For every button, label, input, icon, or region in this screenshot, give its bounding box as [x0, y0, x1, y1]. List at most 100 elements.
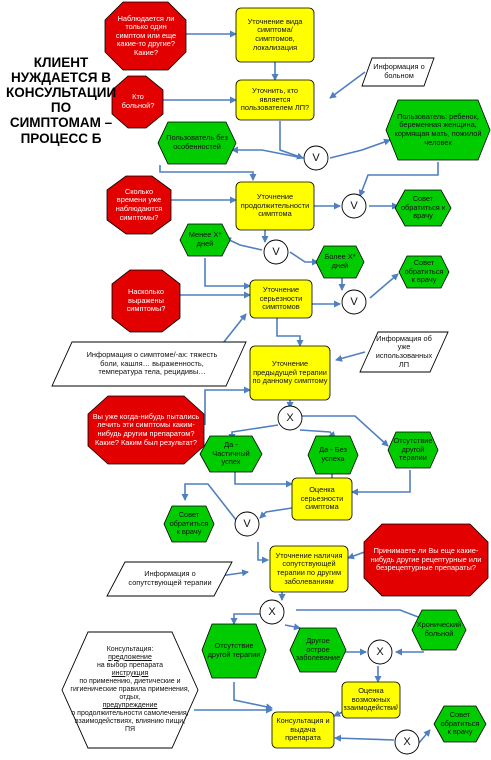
consult-note-shape — [61, 631, 199, 749]
info-patient-text: Информация о больном — [373, 62, 425, 80]
step-shape-3 — [235, 181, 315, 231]
event-shape-1 — [157, 121, 237, 165]
info-shape-4 — [106, 561, 233, 597]
question-who-patient-text: Кто больной? — [121, 92, 155, 110]
consult-note-line-4: предупреждение о продолжительности самол… — [70, 702, 190, 734]
event-advice-3: Совет обратиться к врачу — [168, 508, 210, 540]
event-shape-6 — [398, 255, 450, 289]
consult-note-line-3: инструкция по применению, диетические и … — [70, 670, 190, 702]
step-concomitant: Уточнение наличия сопутствующей терапии … — [272, 548, 346, 590]
event-shape-2 — [385, 99, 491, 161]
event-shape-8 — [307, 435, 359, 475]
event-partial-success-text: Да - Частичный успех — [212, 440, 250, 467]
arrow-g1-e-nospecial — [231, 146, 304, 159]
event-no-other-therapy: Отсутствие другой терапии — [392, 434, 434, 466]
arrow-g9-s9 — [334, 734, 395, 742]
gate-6: V — [243, 517, 251, 530]
step-clarify-type: Уточнение вида симптома/ симптомов, лока… — [238, 10, 312, 60]
arrow-s2-g1 — [279, 121, 304, 160]
arrow-g3-less — [224, 237, 263, 251]
gate-shape-4 — [341, 289, 367, 315]
event-no-other-therapy-text: Отсутствие другой терапии — [393, 436, 433, 463]
arrow-g9-advice4 — [417, 729, 431, 745]
consult-note-warning: предупреждение — [102, 702, 158, 710]
question-how-long: Сколько времени уже наблюдаются симптомы… — [111, 180, 167, 230]
arrow-g6-s7 — [257, 542, 269, 564]
event-shape-12 — [289, 627, 347, 673]
event-no-success-text: Да - Без успеха — [319, 445, 347, 463]
step-duration: Уточнение продолжительности симптома — [238, 184, 312, 228]
gate-2: V — [350, 199, 358, 212]
arrow-g1-e-special — [329, 138, 391, 159]
question-how-severe-text: Насколько выражены симптомы? — [126, 287, 166, 314]
event-less-x: Менее Х* дней — [184, 226, 226, 254]
event-shape-11 — [201, 623, 267, 679]
info-concomitant: Информация о сопутствующей терапии — [128, 564, 212, 594]
event-shape-5 — [315, 245, 365, 279]
event-partial-success: Да - Частичный успех — [205, 438, 257, 470]
info-shape-2 — [51, 341, 247, 387]
step-concomitant-text: Уточнение наличия сопутствующей терапии … — [275, 550, 343, 586]
event-advice-4-text: Совет обратиться к врачу — [440, 710, 480, 737]
consult-note-instruction: инструкция — [111, 669, 149, 677]
event-advice-1: Совет обратиться к врачу — [400, 192, 446, 224]
arrow-q5-s5 — [204, 386, 251, 425]
event-other-acute: Другое острое заболевание — [294, 630, 342, 670]
gate-shape-9 — [394, 729, 420, 755]
event-special-users-text: Пользователь: ребенок, беременная женщин… — [394, 111, 482, 147]
arrow-noother2-s9 — [233, 682, 273, 711]
event-shape-13 — [411, 609, 467, 651]
event-shape-9 — [387, 431, 439, 469]
question-tried-therapy-text: Вы уже когда-нибудь пытались лечить эти … — [92, 411, 200, 447]
arrow-g7-acute — [284, 623, 301, 631]
question-shapes — [87, 1, 489, 597]
gate-8: X — [376, 645, 384, 658]
event-no-special-text: Пользователь без особенностей — [166, 133, 228, 151]
step-shapes — [235, 7, 401, 749]
step-clarify-user-text: Уточнить, кто является пользователем ЛП? — [240, 86, 310, 113]
consult-note: Консультация: предложение на выбор препа… — [70, 636, 190, 744]
info-concomitant-text: Информация о сопутствующей терапии — [128, 569, 212, 587]
consult-note-offer-rest: на выбор препарата — [96, 661, 164, 669]
step-eval-severity: Оценка серьезности симптома — [294, 480, 350, 518]
step-duration-text: Уточнение продолжительности симптома — [240, 192, 310, 219]
arrow-g3-more — [289, 251, 319, 266]
step-shape-7 — [269, 545, 349, 593]
step-eval-severity-text: Оценка серьезности симптома — [300, 485, 344, 512]
gate-shapes — [234, 145, 420, 755]
event-shape-14 — [433, 705, 487, 743]
gate-9: X — [403, 735, 411, 748]
arrow-less-s4 — [204, 258, 251, 290]
step-shape-2 — [235, 79, 315, 121]
question-shape-4 — [111, 269, 181, 333]
step-consult-text: Консультация и выдача препарата — [276, 716, 330, 743]
step-interactions-text: Оценка возможных взаимодействий — [344, 686, 398, 713]
arrow-e-nospecial-s3 — [159, 165, 257, 181]
arrow-noother-s6 — [351, 470, 411, 496]
arrow-g7-chronic — [296, 609, 427, 622]
event-chronic-text: Хронический больной — [416, 620, 462, 638]
step-consult: Консультация и выдача препарата — [274, 714, 332, 746]
step-interactions: Оценка возможных взаимодействий — [344, 684, 398, 716]
info-symptom-text: Информация о симптоме/-ах: тяжесть боли,… — [86, 350, 218, 377]
question-how-severe: Насколько выражены симптомы? — [116, 276, 176, 326]
question-other-symptoms-text: Наблюдается ли только один симптом или е… — [115, 13, 177, 57]
gate-shape-7 — [259, 599, 285, 625]
step-prev-therapy: Уточнение предыдущей терапии по данному … — [252, 348, 328, 398]
gate-5: X — [286, 411, 294, 424]
step-shape-1 — [235, 7, 315, 63]
step-prev-therapy-text: Уточнение предыдущей терапии по данному … — [252, 359, 328, 386]
question-shape-5 — [87, 395, 205, 465]
consult-note-warning-rest: о продолжительности самолечения, взаимод… — [71, 710, 189, 734]
event-shape-4 — [179, 223, 231, 257]
gate-4: V — [350, 295, 358, 308]
info-used-drugs: Информация об уже использованных ЛП — [372, 334, 436, 370]
info-shape-1 — [361, 57, 435, 87]
question-shape-2 — [111, 75, 164, 129]
step-shape-5 — [249, 345, 331, 401]
event-more-x-text: Более Х* дней — [324, 252, 356, 270]
arrow-g5-noother — [302, 415, 389, 447]
event-no-other-therapy-2-text: Отсутствие другой терапии — [207, 641, 261, 659]
